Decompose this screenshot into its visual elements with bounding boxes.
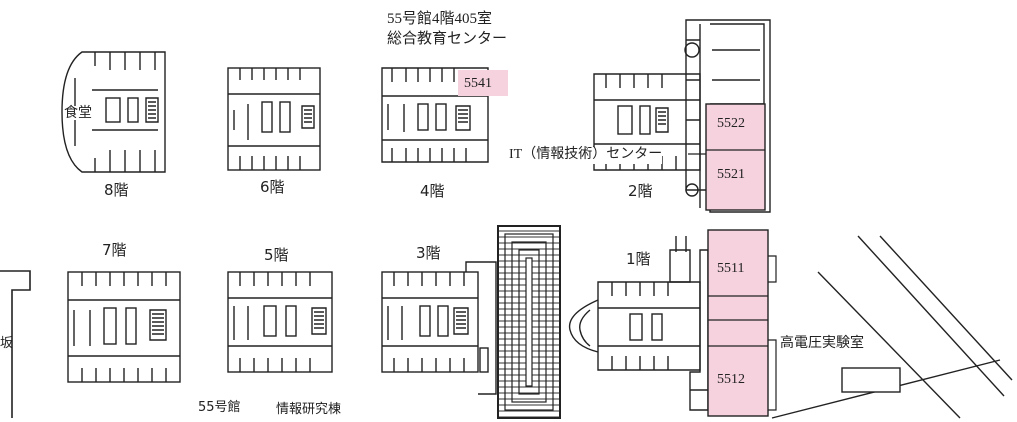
floor-label-6: 6階	[260, 178, 285, 196]
floor-label-1: 1階	[626, 250, 651, 268]
floor-plan-7	[67, 271, 181, 383]
rooms-5511-5512-highlight	[707, 229, 769, 417]
floor-label-4: 4階	[420, 182, 445, 200]
callout-room-405-line2: 総合教育センター	[387, 31, 508, 47]
building-wing-label: 情報研究棟	[276, 402, 342, 417]
cafeteria-label: 食堂	[64, 105, 92, 121]
room-5541-label: 5541	[464, 76, 492, 91]
room-5541-highlight	[458, 70, 508, 96]
floor-label-2: 2階	[628, 182, 653, 200]
floor-label-5: 5階	[264, 246, 289, 264]
room-5512-label: 5512	[717, 372, 745, 387]
it-center-label: IT（情報技術）センター	[509, 147, 663, 164]
building-name-label: 55号館	[198, 400, 241, 415]
left-edge-building	[0, 270, 31, 418]
high-voltage-lab-box	[841, 367, 901, 393]
ramp-structure	[497, 225, 561, 419]
rooms-5522-5521-highlight	[705, 103, 766, 211]
floor-plan-5	[227, 271, 333, 373]
room-5521-label: 5521	[717, 167, 745, 182]
floor-plan-3	[381, 261, 497, 395]
floor-plan-6	[227, 67, 321, 171]
floor-label-7: 7階	[102, 241, 127, 259]
floor-plan-4	[381, 67, 489, 163]
room-5511-label: 5511	[717, 261, 745, 276]
floor-plan-2	[593, 19, 771, 213]
high-voltage-lab-label: 高電圧実験室	[780, 336, 864, 353]
room-5522-label: 5522	[717, 116, 745, 131]
floor-label-3: 3階	[416, 244, 441, 262]
cut-edge-label: 坂	[0, 336, 14, 351]
callout-room-405-line1: 55号館4階405室	[387, 11, 493, 27]
floor-label-8: 8階	[104, 181, 129, 199]
